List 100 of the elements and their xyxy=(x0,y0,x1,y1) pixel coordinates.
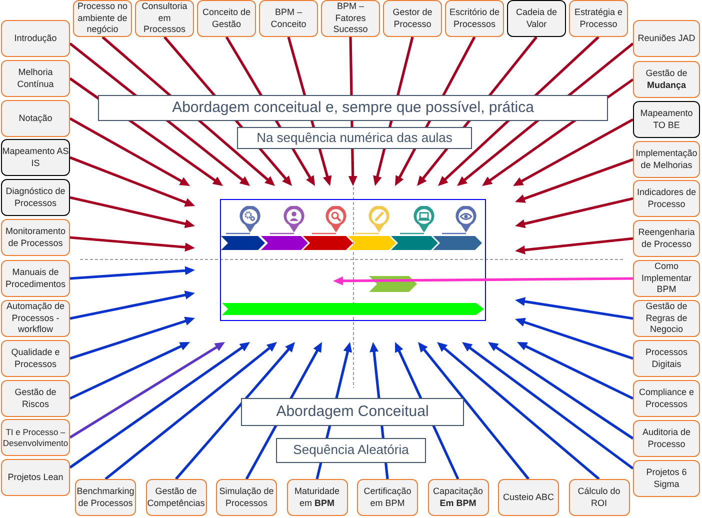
topic-card xyxy=(633,380,700,417)
heading-text: Abordagem conceitual e, sempre que possível, prática xyxy=(172,98,534,118)
topic-card xyxy=(633,141,700,178)
topic-card xyxy=(75,479,136,516)
topic-label: TI e Processo – Desenvolvimento xyxy=(2,426,69,448)
topic-card xyxy=(1,20,70,57)
arrow xyxy=(69,342,250,469)
topic-card xyxy=(216,479,277,516)
topic-card xyxy=(357,479,418,516)
topic-label: Capacitação Em BPM xyxy=(432,486,484,509)
topic-card xyxy=(498,479,559,516)
topic-label: Diagnóstico de Processos xyxy=(4,186,66,209)
topic-label: Processo no ambiente de negócio xyxy=(76,1,129,36)
topic-label: Melhoria Contínua xyxy=(16,67,55,90)
arrow xyxy=(69,117,190,186)
topic-card xyxy=(135,0,194,37)
topic-label: Maturidade em BPM xyxy=(293,486,341,509)
topic-label: Cadeia de Valor xyxy=(514,7,558,30)
topic-card xyxy=(197,0,256,37)
topic-label: Certificação em BPM xyxy=(362,486,412,509)
topic-label: Gestor de Processo xyxy=(392,7,434,30)
arrow xyxy=(488,342,634,440)
topic-label: BPM – Fatores Sucesso xyxy=(332,1,369,36)
heading-frame xyxy=(237,127,472,149)
topic-card xyxy=(633,61,700,98)
arrow xyxy=(462,342,634,470)
arrow xyxy=(70,266,195,280)
topic-card xyxy=(1,60,70,97)
arrow xyxy=(515,297,634,320)
topic-label: Automação de Processos - workflow xyxy=(5,301,66,336)
topic-card xyxy=(1,139,70,176)
topic-label: Estratégia e Processo xyxy=(573,7,624,30)
topic-card xyxy=(633,101,700,138)
arrow xyxy=(515,197,634,228)
topic-card xyxy=(259,0,318,37)
arrow xyxy=(69,342,190,400)
arrow xyxy=(418,342,530,480)
topic-label: Projetos 6 Sigma xyxy=(645,467,688,490)
topic-label: Implementação de Melhorias xyxy=(634,148,698,171)
topic-card xyxy=(286,479,348,516)
arrow xyxy=(515,237,634,254)
topic-label: Mapeamento TO BE xyxy=(639,108,694,131)
topic-label: Processos Digitais xyxy=(644,347,689,370)
arrow xyxy=(70,316,195,360)
arrow xyxy=(175,342,295,480)
topic-label: Custeio ABC xyxy=(502,492,554,504)
topic-label: Gestão de Mudança xyxy=(644,68,688,91)
topic-card xyxy=(633,180,700,217)
topic-card xyxy=(1,459,70,496)
topic-label: BPM – Conceito xyxy=(270,7,308,30)
arrow xyxy=(513,118,634,186)
topic-card xyxy=(507,0,566,37)
topic-label: Introdução xyxy=(14,32,57,44)
topic-label: Indicadores de Processo xyxy=(636,187,698,210)
arrow xyxy=(515,318,634,360)
topic-label: Manuais de Procedimentos xyxy=(4,267,67,290)
arrow xyxy=(515,158,634,203)
topic-card xyxy=(1,380,70,417)
topic-label: Qualidade e Processos xyxy=(10,347,61,370)
topic-label: Consultoria em Processos xyxy=(140,1,188,36)
topic-card xyxy=(633,220,700,257)
topic-card xyxy=(633,300,700,337)
arrow xyxy=(333,276,634,286)
topic-label: Conceito de Gestão xyxy=(201,7,252,30)
arrow xyxy=(70,290,195,320)
topic-card xyxy=(633,340,700,377)
topic-card xyxy=(569,0,628,37)
topic-label: Gestão de Competências xyxy=(146,486,206,509)
arrow xyxy=(70,156,195,207)
arrow xyxy=(70,196,195,228)
topic-card xyxy=(1,419,70,456)
topic-card xyxy=(568,479,630,516)
topic-card xyxy=(428,479,488,516)
topic-label: Reuniões JAD xyxy=(638,32,696,44)
heading-text: Abordagem Conceitual xyxy=(276,402,429,422)
topic-card xyxy=(321,0,380,37)
topic-label: Compliance e Processos xyxy=(638,387,696,410)
arrow xyxy=(70,236,195,252)
topic-label: Projetos Lean xyxy=(8,472,64,484)
topic-label: Monitoramento de Processos xyxy=(4,226,67,249)
topic-card xyxy=(445,0,504,37)
topic-label: Gestão de Riscos xyxy=(14,387,58,410)
topic-card xyxy=(1,100,70,137)
topic-card xyxy=(633,460,700,497)
topic-card xyxy=(633,260,700,297)
topic-card xyxy=(1,340,70,377)
heading-text: Sequência Aleatória xyxy=(293,442,409,459)
topic-label: Cálculo do ROI xyxy=(576,486,622,509)
topic-label: Como Implementar BPM xyxy=(640,261,693,296)
topic-label: Simulação de Processos xyxy=(218,486,275,509)
topic-label: Mapeamento AS IS xyxy=(2,146,69,169)
topic-label: Reengenharia de Processo xyxy=(637,227,696,250)
topic-card xyxy=(1,260,70,297)
arrow xyxy=(69,342,225,439)
heading-frame xyxy=(241,398,464,426)
topic-label: Escritório de Processos xyxy=(448,7,501,30)
topic-label: Gestão de Regras de Negocio xyxy=(644,301,688,336)
arrow xyxy=(437,342,600,480)
heading-frame xyxy=(276,438,426,463)
topic-card xyxy=(1,179,70,216)
